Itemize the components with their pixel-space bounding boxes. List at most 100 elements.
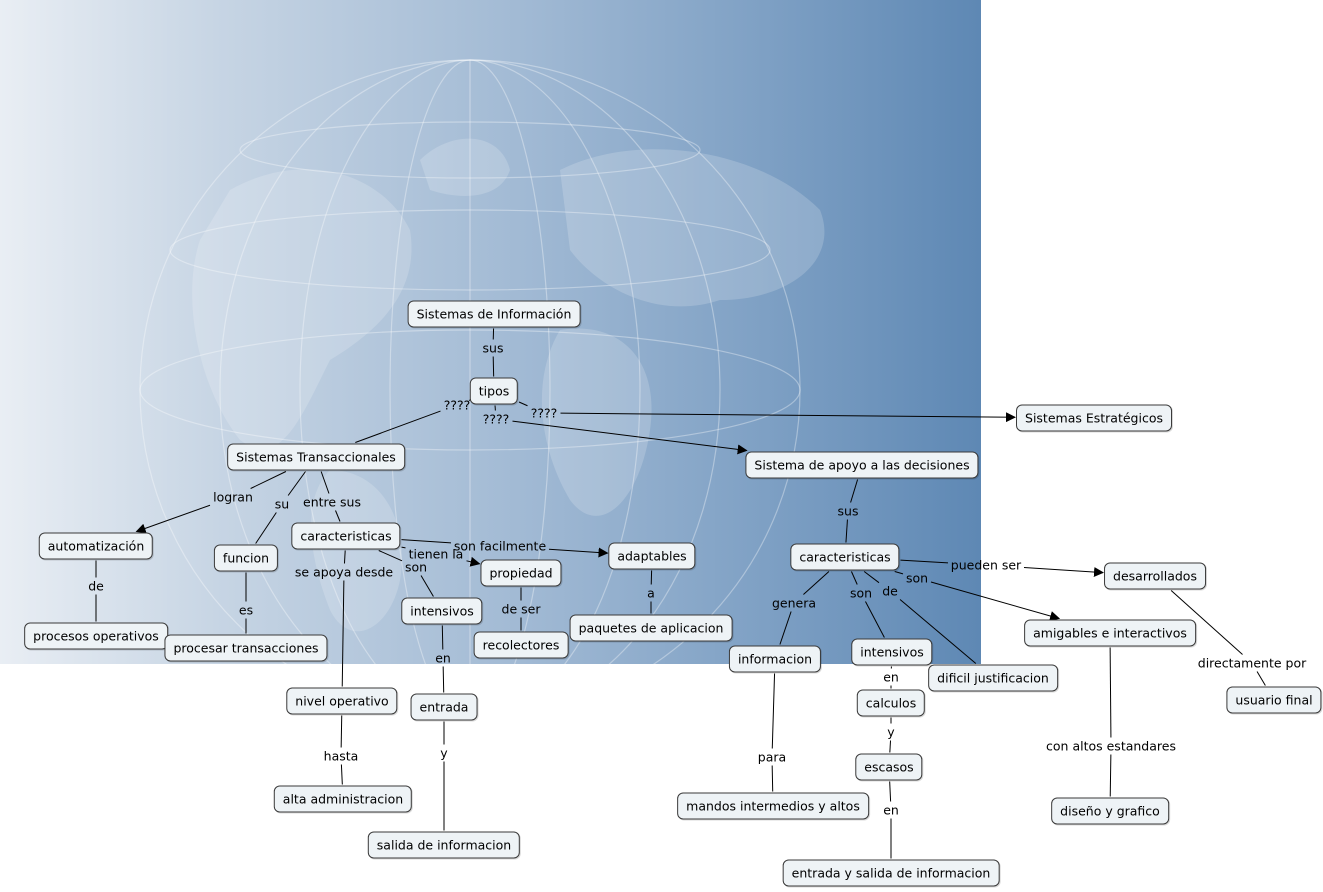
connector-entre_sus-caracteristicas_st <box>335 510 341 522</box>
concept-node-intensivos-st[interactable]: intensivos <box>401 597 483 625</box>
concept-node-sistemas-transaccionales[interactable]: Sistemas Transaccionales <box>227 443 405 471</box>
link-label-son-facilmente: son facilmente <box>453 538 547 554</box>
link-label-a: a <box>647 585 655 601</box>
connector-caracteristicas_sad-pueden_ser <box>900 559 949 564</box>
connector-sistemas_transaccionales-su <box>287 471 306 496</box>
link-label-de-1: de <box>88 578 104 594</box>
connector-genera-informacion <box>779 611 792 645</box>
connector-y_2-escasos <box>889 740 892 753</box>
concept-node-funcion[interactable]: funcion <box>213 544 279 572</box>
link-label-y-2: y <box>887 724 895 740</box>
link-label-entre-sus: entre sus <box>303 494 361 510</box>
concept-node-sistemas-estrategicos[interactable]: Sistemas Estratégicos <box>1016 404 1172 432</box>
connector-caracteristicas_st-son_facilmente <box>401 539 452 544</box>
concept-node-procesar-transacciones[interactable]: procesar transacciones <box>164 634 328 662</box>
concept-node-caracteristicas-sad[interactable]: caracteristicas <box>790 543 900 571</box>
connector-logran-automatizacion <box>135 504 211 534</box>
connector-pueden_ser-desarrollados <box>1023 566 1104 578</box>
connector-son_1-intensivos_st <box>420 575 434 597</box>
concept-node-adaptables[interactable]: adaptables <box>608 542 696 570</box>
concept-node-alta-administracion[interactable]: alta administracion <box>273 785 413 813</box>
link-label-q-st: ???? <box>443 397 471 413</box>
concept-node-tipos[interactable]: tipos <box>469 377 519 405</box>
concept-node-salida-informacion[interactable]: salida de informacion <box>367 831 521 859</box>
concept-node-calculos[interactable]: calculos <box>856 689 926 717</box>
link-label-tienen-la: tienen la <box>408 546 464 562</box>
connector-caracteristicas_st-se_apoya <box>343 550 346 564</box>
connector-intensivos_st-en_1 <box>441 625 444 650</box>
concept-node-recolectores[interactable]: recolectores <box>473 631 569 659</box>
link-label-son-2: son <box>849 585 873 601</box>
connector-tienen_la-propiedad <box>466 556 481 567</box>
connector-directamente_por-usuario_final <box>1256 671 1266 686</box>
link-label-en-2: en <box>883 669 899 685</box>
concept-node-nivel-operativo[interactable]: nivel operativo <box>286 687 398 715</box>
connector-sistemas_transaccionales-entre_sus <box>320 471 330 494</box>
connector-caracteristicas_sad-de_2 <box>863 571 880 584</box>
link-label-se-apoya: se apoya desde <box>294 564 394 580</box>
connector-sistema_apoyo_decisiones-sus_2 <box>850 479 859 503</box>
connector-sistemas_transaccionales-logran <box>250 471 287 489</box>
concept-node-paquetes-aplicacion[interactable]: paquetes de aplicacion <box>569 614 733 642</box>
link-label-genera: genera <box>771 595 817 611</box>
concept-node-dificil-justificacion[interactable]: dificil justificacion <box>928 664 1058 692</box>
connector-nivel_operativo-hasta <box>340 715 343 748</box>
concept-node-escasos[interactable]: escasos <box>855 753 923 781</box>
concept-node-propiedad[interactable]: propiedad <box>480 559 562 587</box>
connector-se_apoya-nivel_operativo <box>341 580 345 687</box>
connector-tipos-q_se <box>518 401 528 407</box>
connector-de_2-dificil_justificacion <box>899 599 977 664</box>
link-label-logran: logran <box>213 489 253 505</box>
link-label-q-se: ???? <box>530 405 558 421</box>
link-label-son-1: son <box>404 559 428 575</box>
globe-background <box>0 0 981 664</box>
concept-node-entrada[interactable]: entrada <box>410 693 478 721</box>
concept-node-intensivos-sad[interactable]: intensivos <box>851 638 933 666</box>
connector-caracteristicas_sad-genera <box>803 571 830 595</box>
link-label-hasta: hasta <box>323 748 359 764</box>
link-label-su: su <box>274 496 290 512</box>
concept-node-entrada-salida[interactable]: entrada y salida de informacion <box>782 859 1000 887</box>
concept-node-amigables[interactable]: amigables e interactivos <box>1024 619 1196 647</box>
concept-node-informacion[interactable]: informacion <box>728 645 822 673</box>
concept-node-automatizacion[interactable]: automatización <box>38 532 154 560</box>
connector-su-funcion <box>255 512 277 544</box>
concept-node-diseno-grafico[interactable]: diseño y grafico <box>1051 797 1169 825</box>
concept-node-desarrollados[interactable]: desarrollados <box>1104 562 1206 590</box>
concept-node-mandos[interactable]: mandos intermedios y altos <box>677 792 869 820</box>
link-label-son-3: son <box>905 570 929 586</box>
connector-para-mandos <box>771 765 774 792</box>
concept-node-procesos-operativos[interactable]: procesos operativos <box>24 622 168 650</box>
link-label-q-sad: ???? <box>482 411 510 427</box>
link-label-sus-1: sus <box>482 340 504 356</box>
link-label-en-3: en <box>883 802 899 818</box>
concept-node-usuario-final[interactable]: usuario final <box>1226 686 1322 714</box>
link-label-es: es <box>238 602 254 618</box>
link-label-y-1: y <box>440 745 448 761</box>
connector-q_se-sistemas_estrategicos <box>560 412 1016 423</box>
link-label-con-altos: con altos estandares <box>1046 738 1176 754</box>
link-label-de-ser: de ser <box>501 601 541 617</box>
connector-caracteristicas_st-tienen_la <box>401 546 406 549</box>
connector-amigables-con_altos <box>1109 647 1112 738</box>
link-label-para: para <box>757 749 787 765</box>
link-label-directamente-por: directamente por <box>1197 655 1307 671</box>
connector-son_3-amigables <box>930 581 1061 621</box>
connector-caracteristicas_sad-son_2 <box>850 571 858 585</box>
connector-q_st-sistemas_transaccionales <box>355 410 441 443</box>
connector-hasta-alta_administracion <box>340 764 343 785</box>
connector-sus_2-caracteristicas_sad <box>845 519 848 543</box>
concept-node-caracteristicas-st[interactable]: caracteristicas <box>291 522 401 550</box>
connector-informacion-para <box>771 673 776 749</box>
connector-escasos-en_3 <box>889 781 892 802</box>
connector-en_1-entrada <box>442 666 445 693</box>
concept-node-sistemas-informacion[interactable]: Sistemas de Información <box>407 300 581 328</box>
connector-son_2-intensivos_sad <box>865 601 885 638</box>
connector-con_altos-diseno_grafico <box>1109 754 1112 797</box>
concept-node-sistema-apoyo-decisiones[interactable]: Sistema de apoyo a las decisiones <box>745 451 979 479</box>
link-label-sus-2: sus <box>837 503 859 519</box>
connector-son_facilmente-adaptables <box>548 547 609 558</box>
connector-q_sad-sistema_apoyo_decisiones <box>512 420 748 455</box>
connector-desarrollados-directamente_por <box>1170 590 1243 655</box>
